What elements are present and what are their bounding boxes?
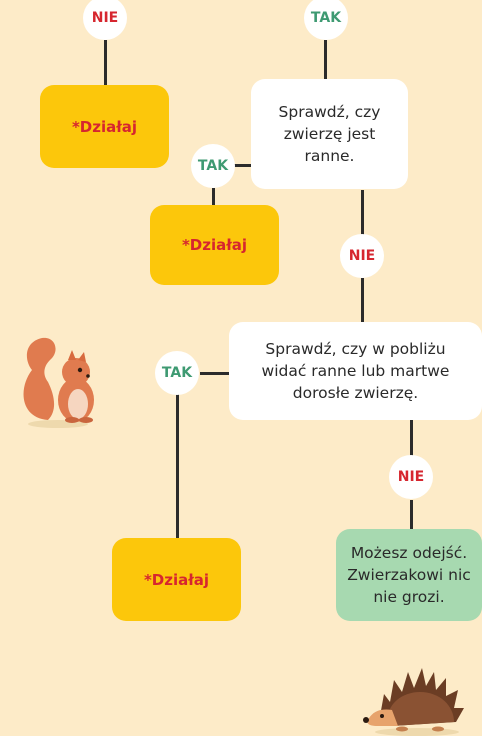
tak-label: TAK [191, 144, 235, 188]
hedgehog-icon [363, 668, 464, 736]
connector-line [104, 40, 107, 90]
squirrel-icon [23, 337, 94, 428]
nie-label: NIE [340, 234, 384, 278]
connector-line [361, 190, 364, 235]
connector-line [200, 372, 232, 375]
connector-line [324, 40, 327, 82]
leave-box: Możesz odejść. Zwierzakowi nic nie grozi… [336, 529, 482, 621]
connector-line [176, 394, 179, 540]
action-box: *Działaj [40, 85, 169, 168]
check-adult-box: Sprawdź, czy w pobliżu widać ranne lub m… [229, 322, 482, 420]
nie-label: NIE [83, 0, 127, 40]
nie-label: NIE [389, 455, 433, 499]
connector-line [410, 500, 413, 530]
connector-line [234, 164, 254, 167]
tak-label: TAK [155, 351, 199, 395]
connector-line [361, 278, 364, 324]
connector-line [410, 420, 413, 458]
check-injured-box: Sprawdź, czy zwierzę jest ranne. [251, 79, 408, 189]
action-box: *Działaj [112, 538, 241, 621]
action-box: *Działaj [150, 205, 279, 285]
connector-line [212, 188, 215, 208]
tak-label: TAK [304, 0, 348, 40]
